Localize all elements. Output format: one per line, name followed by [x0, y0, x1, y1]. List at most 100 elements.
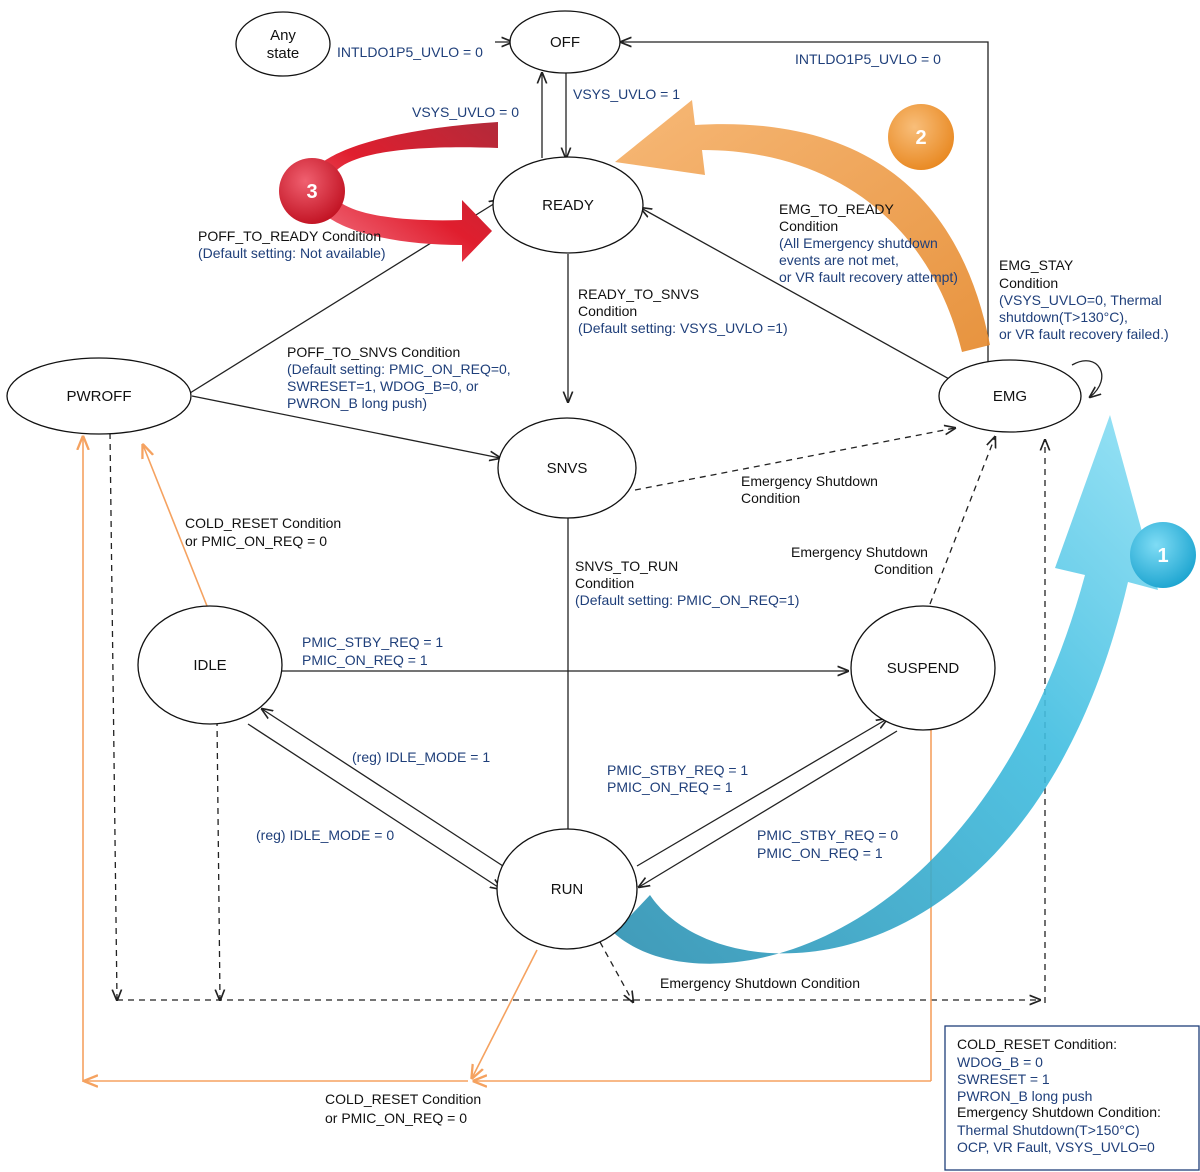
label-bottom-cold-line2: or PMIC_ON_REQ = 0	[325, 1110, 467, 1126]
edge-suspend-to-run	[639, 730, 898, 887]
label-suspend-to-run-line1: PMIC_STBY_REQ = 0	[757, 827, 898, 843]
state-any-line1: Any	[270, 27, 296, 44]
state-idle: IDLE	[137, 605, 283, 725]
label-ready-to-off: VSYS_UVLO = 0	[412, 104, 519, 120]
edge-idle-to-run	[247, 723, 501, 889]
label-emg-to-ready-line4: events are not met,	[779, 252, 899, 268]
label-poff-to-ready-line1: POFF_TO_READY Condition	[198, 228, 381, 244]
state-emg-label: EMG	[993, 388, 1027, 405]
label-bottom-cold-line1: COLD_RESET Condition	[325, 1091, 481, 1107]
label-poff-to-snvs: POFF_TO_SNVS Condition (Default setting:…	[287, 344, 511, 411]
label-ready-to-snvs: READY_TO_SNVS Condition (Default setting…	[578, 286, 788, 336]
badge-1-label: 1	[1157, 545, 1168, 567]
state-pwroff-label: PWROFF	[67, 388, 132, 405]
highlight-arrow-run-to-emg	[614, 415, 1158, 964]
badge-2-label: 2	[915, 127, 926, 149]
edge-idle-down	[217, 719, 220, 1000]
state-ready: READY	[492, 156, 644, 254]
legend-line-2: WDOG_B = 0	[957, 1054, 1043, 1070]
legend-line-1: COLD_RESET Condition:	[957, 1036, 1117, 1052]
legend: COLD_RESET Condition: WDOG_B = 0 SWRESET…	[944, 1025, 1200, 1171]
label-emg-to-ready-line2: Condition	[779, 218, 838, 234]
label-emg-to-ready-line3: (All Emergency shutdown	[779, 235, 938, 251]
label-emg-stay-line4: shutdown(T>130°C),	[999, 309, 1128, 325]
label-emg-stay-line3: (VSYS_UVLO=0, Thermal	[999, 292, 1162, 308]
label-snvs-to-run-line2: Condition	[575, 575, 634, 591]
state-emg: EMG	[938, 359, 1082, 433]
label-poff-to-snvs-line4: PWRON_B long push)	[287, 395, 427, 411]
label-poff-to-snvs-line3: SWRESET=1, WDOG_B=0, or	[287, 378, 479, 394]
state-suspend-label: SUSPEND	[887, 660, 960, 677]
label-bottom-cold: COLD_RESET Condition or PMIC_ON_REQ = 0	[325, 1091, 481, 1126]
label-any-to-off: INTLDO1P5_UVLO = 0	[337, 44, 483, 60]
label-poff-to-snvs-line1: POFF_TO_SNVS Condition	[287, 344, 460, 360]
state-suspend: SUSPEND	[850, 605, 996, 731]
label-idle-to-run: (reg) IDLE_MODE = 0	[256, 827, 394, 843]
label-snvs-to-run: SNVS_TO_RUN Condition (Default setting: …	[575, 558, 799, 608]
label-suspend-emg: Emergency Shutdown Condition	[791, 544, 933, 577]
edge-emg-to-off	[621, 42, 989, 370]
label-snvs-emg-line2: Condition	[741, 490, 800, 506]
state-any: Any state	[235, 11, 331, 77]
label-idle-to-suspend-line2: PMIC_ON_REQ = 1	[302, 652, 428, 668]
transitions	[189, 42, 1103, 889]
label-snvs-to-run-line1: SNVS_TO_RUN	[575, 558, 678, 574]
label-off-to-ready: VSYS_UVLO = 1	[573, 86, 680, 102]
legend-line-7: OCP, VR Fault, VSYS_UVLO=0	[957, 1139, 1155, 1155]
label-emg-stay-line5: or VR fault recovery failed.)	[999, 326, 1169, 342]
label-emg-to-ready-line1: EMG_TO_READY	[779, 201, 895, 217]
state-ready-label: READY	[542, 197, 594, 214]
badge-3-label: 3	[306, 181, 317, 203]
badge-2: 2	[888, 104, 954, 170]
label-idle-cold-line2: or PMIC_ON_REQ = 0	[185, 533, 327, 549]
state-pwroff: PWROFF	[6, 357, 192, 435]
highlight-arrow-into-ready	[308, 122, 498, 262]
emergency-transitions	[109, 428, 1045, 1003]
badge-1: 1	[1130, 522, 1196, 588]
state-any-line2: state	[267, 45, 300, 62]
label-poff-to-ready-line2: (Default setting: Not available)	[198, 245, 386, 261]
label-snvs-emg-line1: Emergency Shutdown	[741, 473, 878, 489]
state-snvs-label: SNVS	[547, 460, 588, 477]
state-idle-label: IDLE	[193, 657, 226, 674]
label-snvs-to-run-line3: (Default setting: PMIC_ON_REQ=1)	[575, 592, 799, 608]
label-idle-to-suspend: PMIC_STBY_REQ = 1 PMIC_ON_REQ = 1	[302, 634, 443, 668]
edge-pwroff-to-snvs	[191, 395, 500, 458]
badge-3: 3	[279, 158, 345, 224]
highlight-arrow-emg-to-ready	[615, 100, 990, 352]
edge-suspend-to-emg	[929, 437, 995, 605]
edge-run-down	[599, 941, 633, 1002]
label-ready-to-snvs-line2: Condition	[578, 303, 637, 319]
state-off-label: OFF	[550, 34, 580, 51]
edge-run-to-suspend	[636, 719, 887, 867]
label-run-to-idle: (reg) IDLE_MODE = 1	[352, 749, 490, 765]
label-emg-to-ready: EMG_TO_READY Condition (All Emergency sh…	[779, 201, 958, 285]
label-suspend-to-run: PMIC_STBY_REQ = 0 PMIC_ON_REQ = 1	[757, 827, 898, 861]
label-idle-to-suspend-line1: PMIC_STBY_REQ = 1	[302, 634, 443, 650]
legend-line-4: PWRON_B long push	[957, 1088, 1092, 1104]
label-poff-to-snvs-line2: (Default setting: PMIC_ON_REQ=0,	[287, 361, 511, 377]
legend-line-6: Thermal Shutdown(T>150°C)	[957, 1122, 1140, 1138]
state-run: RUN	[496, 828, 638, 950]
label-emg-stay-line1: EMG_STAY	[999, 257, 1074, 273]
legend-line-5: Emergency Shutdown Condition:	[957, 1104, 1161, 1120]
label-idle-cold-line1: COLD_RESET Condition	[185, 515, 341, 531]
label-run-to-suspend-line2: PMIC_ON_REQ = 1	[607, 779, 733, 795]
label-emg-stay-line2: Condition	[999, 275, 1058, 291]
edge-idle-to-pwroff	[143, 445, 208, 607]
label-emg-to-off: INTLDO1P5_UVLO = 0	[795, 51, 941, 67]
label-run-to-suspend-line1: PMIC_STBY_REQ = 1	[607, 762, 748, 778]
label-suspend-emg-line2: Condition	[874, 561, 933, 577]
label-suspend-emg-line1: Emergency Shutdown	[791, 544, 928, 560]
state-snvs: SNVS	[497, 417, 637, 519]
edge-emg-to-ready	[641, 208, 961, 386]
edge-pwroff-down	[109, 432, 117, 1000]
label-emg-stay: EMG_STAY Condition (VSYS_UVLO=0, Thermal…	[999, 257, 1169, 342]
label-ready-to-snvs-line3: (Default setting: VSYS_UVLO =1)	[578, 320, 788, 336]
label-bottom-emg: Emergency Shutdown Condition	[660, 975, 860, 991]
state-off: OFF	[509, 10, 621, 74]
label-run-to-suspend: PMIC_STBY_REQ = 1 PMIC_ON_REQ = 1	[607, 762, 748, 795]
state-run-label: RUN	[551, 881, 584, 898]
edge-emg-self-loop	[1071, 360, 1103, 397]
